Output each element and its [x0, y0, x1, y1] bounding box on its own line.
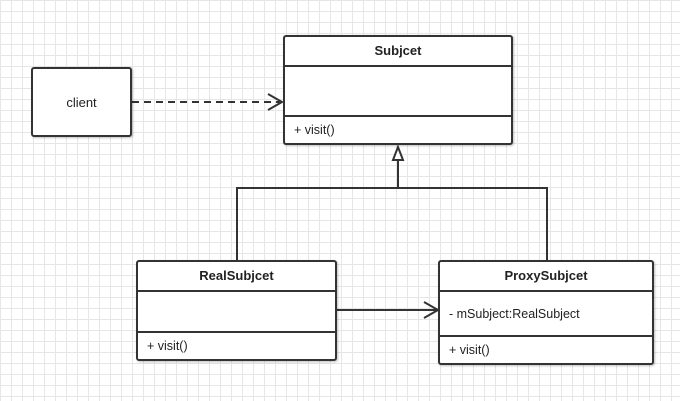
generalization-line-proxy	[398, 187, 548, 260]
client-label: client	[66, 94, 97, 110]
subject-attributes	[285, 67, 511, 117]
proxy-subject-operation: + visit()	[449, 343, 490, 357]
generalization-line-real	[236, 187, 398, 260]
real-subject-class-name: RealSubjcet	[138, 262, 335, 292]
real-subject-operation: + visit()	[147, 339, 188, 353]
real-subject-attributes	[138, 292, 335, 333]
proxy-subject-attribute: - mSubject:RealSubject	[440, 292, 652, 337]
real-subject-class[interactable]: RealSubjcet + visit()	[136, 260, 337, 361]
client-node[interactable]: client	[31, 67, 132, 137]
subject-operation: + visit()	[294, 123, 335, 137]
dependency-arrowhead	[267, 93, 285, 111]
proxy-subject-class-name: ProxySubjcet	[440, 262, 652, 292]
generalization-triangle	[391, 144, 405, 161]
subject-class[interactable]: Subjcet + visit()	[283, 35, 513, 145]
subject-class-name: Subjcet	[285, 37, 511, 67]
proxy-subject-class[interactable]: ProxySubjcet - mSubject:RealSubject + vi…	[438, 260, 654, 365]
